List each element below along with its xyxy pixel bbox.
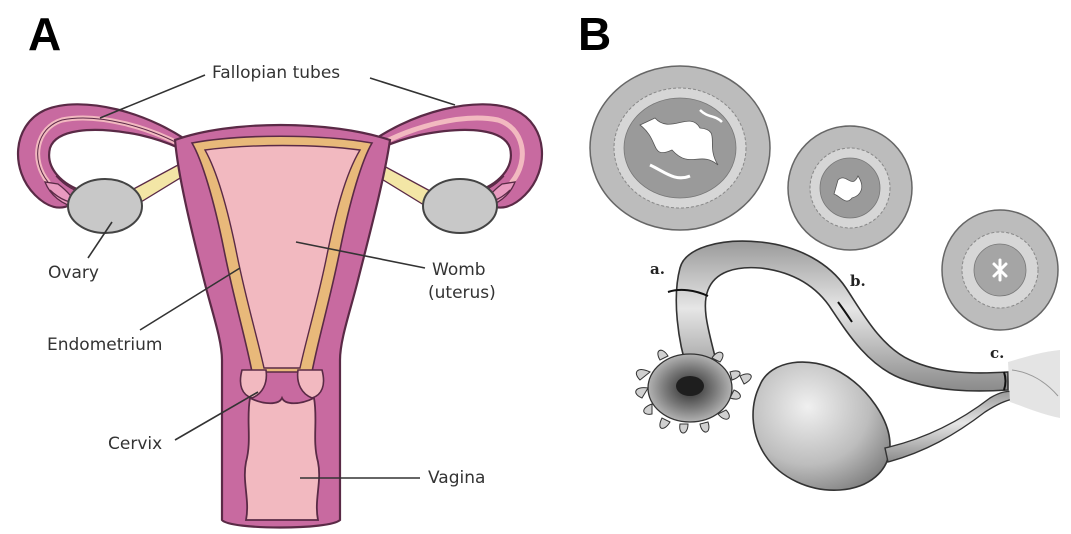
ovary-3d: [753, 362, 890, 490]
cross-section-isthmus: [788, 126, 912, 250]
ovarian-ligament-3d: [885, 391, 1018, 462]
panel-b-letter: B: [578, 8, 611, 60]
label-section-c: c.: [990, 344, 1004, 362]
uterine-wall-edge: [1008, 350, 1060, 418]
vaginal-canal: [245, 398, 319, 520]
label-uterus: (uterus): [428, 283, 496, 303]
label-fallopian-tubes: Fallopian tubes: [212, 63, 340, 83]
label-ovary: Ovary: [48, 263, 99, 283]
label-womb: Womb: [432, 260, 486, 280]
panel-b: B: [578, 8, 1060, 490]
fimbriae-3d: [636, 350, 751, 433]
right-ovary: [423, 179, 497, 233]
leader-fallopian-left: [100, 75, 205, 118]
panel-a: A: [18, 8, 542, 528]
leader-fallopian-right: [370, 78, 455, 105]
panel-a-letter: A: [28, 8, 61, 60]
label-section-a: a.: [650, 260, 665, 278]
label-section-b: b.: [850, 272, 866, 290]
label-vagina: Vagina: [428, 468, 485, 488]
label-endometrium: Endometrium: [47, 335, 162, 355]
label-cervix: Cervix: [108, 434, 162, 454]
cross-section-ampulla: [590, 66, 770, 230]
left-ovary: [68, 179, 142, 233]
cross-section-intramural: [942, 210, 1058, 330]
